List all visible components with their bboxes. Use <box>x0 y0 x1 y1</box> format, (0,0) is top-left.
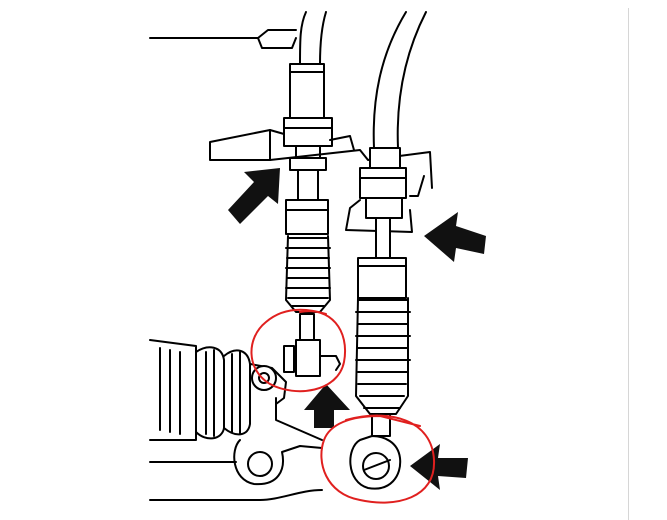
right-shift-cable <box>357 11 427 299</box>
highlight-circle-selector-lever <box>250 308 347 393</box>
gearbox-housing-top <box>149 29 297 49</box>
mounting-bracket <box>209 129 433 233</box>
right-cable-end-eye <box>349 413 402 490</box>
right-cable-boot <box>355 297 411 415</box>
arrow-left-cable-mount <box>228 168 280 224</box>
left-cable-boot <box>285 235 331 313</box>
left-cable-end <box>283 313 341 377</box>
arrow-selector-lever <box>304 384 350 428</box>
highlight-circle-cable-eye <box>320 414 436 504</box>
gearbox-housing-bottom <box>149 339 323 501</box>
arrow-right-cable-mount <box>424 212 486 262</box>
arrow-cable-eye <box>410 444 468 490</box>
left-shift-cable <box>283 11 333 235</box>
frame-border <box>628 8 629 520</box>
